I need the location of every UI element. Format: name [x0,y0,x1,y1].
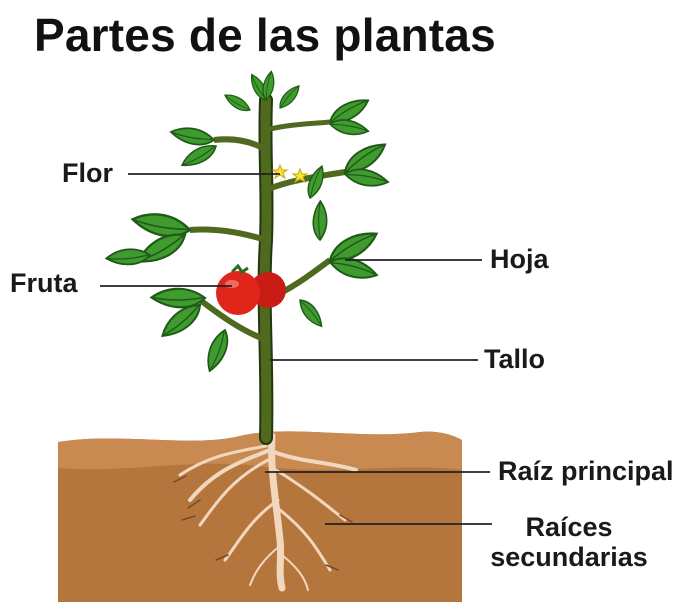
leader-lines [100,173,492,525]
label-flor: Flor [62,158,113,188]
stem [189,93,346,445]
page-title: Partes de las plantas [34,9,496,61]
root-system [173,432,358,592]
label-raiz-principal: Raíz principal [498,456,674,486]
label-raices-line2: secundarias [490,542,648,573]
label-raices-secundarias: Raíces secundarias [478,512,660,572]
label-raices-line1: Raíces [525,512,613,542]
label-hoja: Hoja [490,244,549,274]
fruit [216,263,286,315]
leaves [105,69,392,375]
label-fruta: Fruta [10,268,78,298]
label-tallo: Tallo [484,344,546,374]
